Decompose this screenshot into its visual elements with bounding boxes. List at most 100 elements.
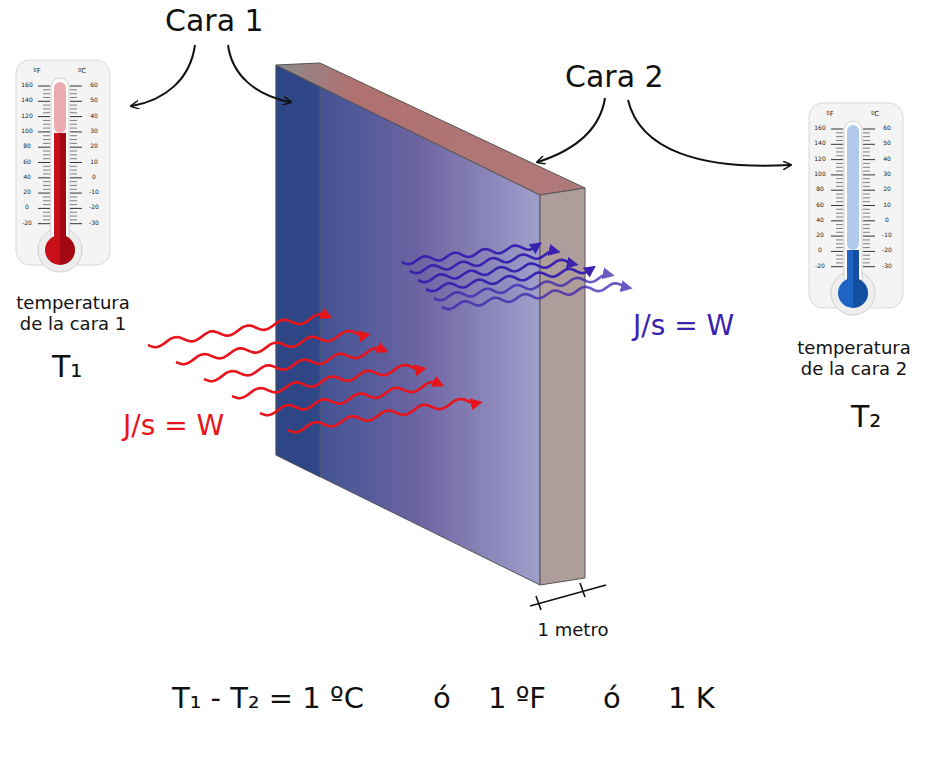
- slab: [276, 63, 585, 585]
- scale-tick: [70, 105, 77, 106]
- scale-number: 60: [816, 202, 824, 209]
- scale-number: 60: [23, 159, 31, 166]
- scale-tick: [70, 154, 77, 155]
- scale-tick: [836, 197, 843, 198]
- text-label: temperatura de la cara 1: [3, 293, 143, 334]
- scale-tick: [38, 162, 50, 163]
- scale-tick: [863, 197, 870, 198]
- scale-number: 20: [883, 186, 891, 193]
- scale-tick: [863, 144, 875, 145]
- scale-tick: [863, 171, 870, 172]
- scale-number: 50: [90, 97, 98, 104]
- thermometer-bulb: [838, 278, 868, 308]
- scale-tick: [70, 112, 77, 113]
- scale-number: 40: [883, 156, 891, 163]
- scale-tick: [863, 251, 875, 252]
- slab-face: [276, 65, 540, 585]
- scale-number: 160: [814, 125, 825, 132]
- heat-wave: [288, 399, 478, 432]
- scale-tick: [70, 128, 77, 129]
- heat-wave: [418, 260, 574, 282]
- thermometer-liquid-shade: [60, 133, 66, 245]
- text-label: 1 metro: [538, 620, 609, 641]
- text-label: temperatura de la cara 2: [784, 338, 924, 379]
- slab-side: [540, 188, 585, 585]
- scale-tick: [70, 139, 77, 140]
- scale-number: 120: [814, 156, 825, 163]
- scale-tick: [863, 224, 870, 225]
- scale-tick: [863, 129, 875, 130]
- scale-tick: [863, 255, 870, 256]
- scale-tick: [70, 208, 82, 209]
- scale-number: ºF: [826, 110, 833, 118]
- thermometer-bulb: [45, 235, 75, 265]
- scale-tick: [70, 86, 82, 87]
- scale-tick: [70, 131, 82, 132]
- scale-tick: [70, 89, 77, 90]
- scale-number: -20: [882, 247, 892, 254]
- scale-tick: [863, 236, 875, 237]
- scale-tick: [43, 154, 50, 155]
- thermometer-body: [809, 103, 903, 308]
- scale-tick: [836, 255, 843, 256]
- scale-tick: [836, 171, 843, 172]
- heat-wave: [176, 331, 366, 364]
- scale-number: 30: [90, 128, 98, 135]
- scale-tick: [863, 155, 870, 156]
- scale-number: -20: [22, 220, 32, 227]
- scale-tick: [863, 190, 875, 191]
- scale-tick: [43, 143, 50, 144]
- scale-number: 40: [816, 217, 824, 224]
- text-label: T₁ - T₂ = 1 ºC: [172, 682, 364, 715]
- scale-tick: [863, 239, 870, 240]
- scale-tick: [43, 166, 50, 167]
- text-label: ó: [603, 682, 621, 715]
- scale-tick: [70, 166, 77, 167]
- scale-number: -10: [882, 232, 892, 239]
- scale-tick: [43, 212, 50, 213]
- scale-tick: [836, 243, 843, 244]
- scale-tick: [863, 178, 870, 179]
- thermometer-body: [16, 60, 110, 265]
- leader-arrow: [132, 45, 195, 106]
- scale-tick: [43, 170, 50, 171]
- scale-tick: [70, 193, 82, 194]
- scale-tick: [831, 236, 843, 237]
- scale-tick: [43, 216, 50, 217]
- slab-face-edge: [276, 65, 320, 477]
- scale-number: 20: [816, 232, 824, 239]
- scale-tick: [38, 223, 50, 224]
- scale-tick: [831, 159, 843, 160]
- scale-tick: [836, 140, 843, 141]
- scale-tick: [836, 167, 843, 168]
- scale-number: 40: [23, 174, 31, 181]
- scale-tick: [863, 151, 870, 152]
- scale-tick: [70, 189, 77, 190]
- scale-number: 10: [90, 159, 98, 166]
- scale-tick: [831, 205, 843, 206]
- leader-arrow: [228, 45, 290, 102]
- scale-tick: [831, 129, 843, 130]
- scale-number: 80: [23, 143, 31, 150]
- scale-number: ºC: [871, 110, 879, 118]
- scale-tick: [70, 204, 77, 205]
- thermometers: [16, 60, 903, 315]
- scale-tick: [43, 200, 50, 201]
- scale-number: 20: [90, 143, 98, 150]
- leader-arrows: [132, 45, 790, 166]
- scale-tick: [831, 190, 843, 191]
- thermometer-bulb-shade: [60, 235, 75, 265]
- scale-tick: [70, 196, 77, 197]
- scale-tick: [43, 93, 50, 94]
- scale-number: 0: [818, 247, 822, 254]
- scale-number: 40: [90, 113, 98, 120]
- scale-tick: [836, 182, 843, 183]
- heat-wave: [232, 365, 422, 398]
- leader-arrow: [628, 100, 790, 166]
- heat-waves: [148, 245, 628, 432]
- heat-wave: [402, 245, 538, 264]
- scale-tick: [38, 193, 50, 194]
- scale-number: 10: [883, 202, 891, 209]
- scale-tick: [43, 139, 50, 140]
- scale-tick: [38, 101, 50, 102]
